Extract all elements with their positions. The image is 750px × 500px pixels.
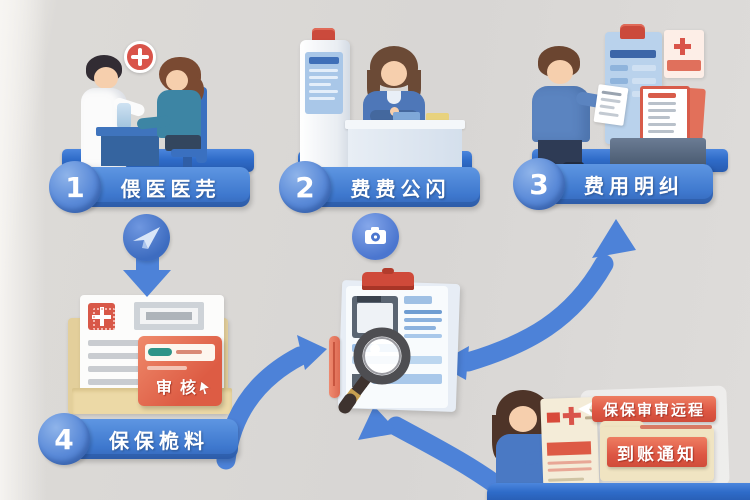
red-cross-icon xyxy=(124,41,156,73)
hospital-emblem-icon xyxy=(312,28,335,42)
counter-item-blue xyxy=(393,112,420,121)
patient-chair-seat xyxy=(171,149,207,157)
clipboard-clip xyxy=(362,268,414,290)
paper-plane-circle xyxy=(123,214,170,261)
step2-label: 费费公闪 xyxy=(350,176,451,201)
teal-button xyxy=(148,348,172,356)
camera-balloon xyxy=(352,213,399,260)
review-card-label: 审核 xyxy=(155,378,204,397)
doctor-face xyxy=(94,67,118,89)
counter-item-yellow xyxy=(426,113,449,121)
payout-scene: 保保审审远程 到账通知 xyxy=(488,385,750,500)
review-card: 审核 xyxy=(138,336,222,406)
counter-top xyxy=(345,120,465,129)
scene2-counter xyxy=(295,15,475,168)
doc-red-band xyxy=(546,441,592,456)
arrow-curve-right xyxy=(458,254,614,372)
standing-doc xyxy=(640,86,690,148)
kiosk-title-bar xyxy=(309,57,339,64)
step1-bar: 1 偎医医芫 xyxy=(49,161,250,213)
bottom-right-platform xyxy=(487,483,750,500)
patient-chair-back xyxy=(196,87,207,163)
machine-counter xyxy=(610,138,706,168)
step2-bar: 2 费费公闪 xyxy=(279,161,480,213)
center-review-board xyxy=(320,262,470,422)
step3-number: 3 xyxy=(513,158,565,210)
counter-front xyxy=(348,129,462,167)
man-face xyxy=(547,60,573,84)
clerk-face xyxy=(381,61,407,86)
pointer-icon xyxy=(578,401,594,417)
step3-label: 费用明纠 xyxy=(584,173,684,198)
medical-cross-icon xyxy=(88,303,115,330)
panel-emblem-icon xyxy=(620,24,645,39)
camera-icon xyxy=(365,227,386,244)
background-light-strip xyxy=(0,0,46,500)
arrow-curve-right-head-top xyxy=(592,219,636,258)
clerk-shirt xyxy=(387,91,401,104)
patient-skirt xyxy=(165,135,201,151)
patient-face xyxy=(166,70,188,91)
scene3-kiosk xyxy=(528,10,728,170)
step3-bar: 3 费用明纠 xyxy=(513,158,713,210)
cursor-icon xyxy=(198,380,212,396)
patient-body xyxy=(157,90,201,138)
paper-plane-icon xyxy=(133,227,160,249)
scene1-consultation xyxy=(55,25,265,171)
arrow-curve-bottom-head xyxy=(358,406,399,440)
scene4-materials: 审核 xyxy=(62,288,242,420)
step4-bar: 4 保保桅料 xyxy=(38,413,238,465)
arrow-down-head xyxy=(123,270,171,297)
stamp-box xyxy=(134,302,204,330)
review-process-badge: 保保审审远程 xyxy=(592,396,716,422)
clerk-hand xyxy=(390,107,399,116)
water-bottle xyxy=(117,103,131,129)
step1-number: 1 xyxy=(49,161,101,213)
step1-label: 偎医医芫 xyxy=(120,176,221,201)
step2-number: 2 xyxy=(279,161,331,213)
panel-row-dark xyxy=(610,50,656,58)
step4-label: 保保桅料 xyxy=(109,428,209,453)
flag-icon xyxy=(546,412,561,423)
step4-number: 4 xyxy=(38,413,90,465)
arrow-curve-left-head xyxy=(297,335,327,370)
cross-card-icon2 xyxy=(674,44,691,49)
desk-top xyxy=(96,127,164,136)
arrival-notice-badge: 到账通知 xyxy=(607,437,707,467)
magnifier-icon xyxy=(338,327,411,414)
desk-front xyxy=(101,136,159,166)
cross-card-band xyxy=(667,60,701,71)
patient-chair-leg xyxy=(183,157,192,171)
scanner-frame xyxy=(352,296,398,338)
payout-woman-face xyxy=(509,406,537,432)
pen xyxy=(329,336,340,398)
